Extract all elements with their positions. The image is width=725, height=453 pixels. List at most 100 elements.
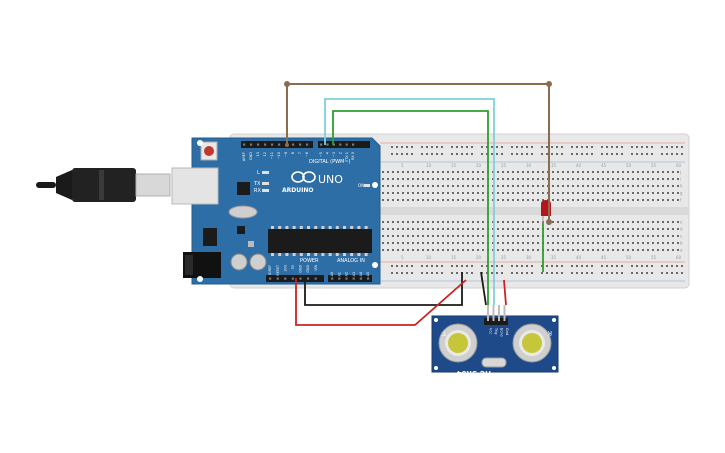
breadboard-hole[interactable] <box>497 185 499 187</box>
breadboard-hole[interactable] <box>677 185 679 187</box>
breadboard-hole[interactable] <box>432 199 434 201</box>
breadboard-hole[interactable] <box>627 228 629 230</box>
breadboard-hole[interactable] <box>382 199 384 201</box>
rail-hole[interactable] <box>621 265 623 267</box>
rail-hole[interactable] <box>661 272 663 274</box>
breadboard-hole[interactable] <box>557 199 559 201</box>
breadboard-hole[interactable] <box>457 171 459 173</box>
breadboard-hole[interactable] <box>392 178 394 180</box>
rail-hole[interactable] <box>521 272 523 274</box>
breadboard-hole[interactable] <box>512 235 514 237</box>
breadboard-hole[interactable] <box>532 221 534 223</box>
breadboard-hole[interactable] <box>622 178 624 180</box>
rail-hole[interactable] <box>616 265 618 267</box>
breadboard-hole[interactable] <box>622 242 624 244</box>
breadboard-hole[interactable] <box>607 171 609 173</box>
breadboard-hole[interactable] <box>597 192 599 194</box>
breadboard-hole[interactable] <box>532 178 534 180</box>
rail-hole[interactable] <box>591 146 593 148</box>
rail-hole[interactable] <box>616 153 618 155</box>
breadboard-hole[interactable] <box>407 221 409 223</box>
breadboard-hole[interactable] <box>612 199 614 201</box>
breadboard-hole[interactable] <box>477 192 479 194</box>
breadboard-hole[interactable] <box>677 178 679 180</box>
rail-hole[interactable] <box>426 265 428 267</box>
breadboard-hole[interactable] <box>537 242 539 244</box>
breadboard-hole[interactable] <box>647 171 649 173</box>
breadboard-hole[interactable] <box>602 235 604 237</box>
breadboard-hole[interactable] <box>472 235 474 237</box>
breadboard-hole[interactable] <box>462 192 464 194</box>
breadboard-hole[interactable] <box>417 249 419 251</box>
breadboard-hole[interactable] <box>402 242 404 244</box>
breadboard-hole[interactable] <box>532 228 534 230</box>
breadboard-hole[interactable] <box>537 221 539 223</box>
rail-hole[interactable] <box>606 265 608 267</box>
breadboard-hole[interactable] <box>477 199 479 201</box>
rail-hole[interactable] <box>426 272 428 274</box>
breadboard-hole[interactable] <box>432 242 434 244</box>
rail-hole[interactable] <box>521 153 523 155</box>
breadboard-hole[interactable] <box>457 235 459 237</box>
breadboard-hole[interactable] <box>417 171 419 173</box>
breadboard-hole[interactable] <box>452 185 454 187</box>
rail-hole[interactable] <box>431 272 433 274</box>
breadboard-hole[interactable] <box>677 235 679 237</box>
breadboard-hole[interactable] <box>507 235 509 237</box>
breadboard-hole[interactable] <box>507 185 509 187</box>
breadboard-hole[interactable] <box>527 235 529 237</box>
breadboard-hole[interactable] <box>387 178 389 180</box>
breadboard-hole[interactable] <box>612 178 614 180</box>
breadboard-hole[interactable] <box>447 178 449 180</box>
breadboard-hole[interactable] <box>647 242 649 244</box>
breadboard-hole[interactable] <box>392 242 394 244</box>
rail-hole[interactable] <box>451 146 453 148</box>
breadboard-hole[interactable] <box>527 242 529 244</box>
breadboard-hole[interactable] <box>647 185 649 187</box>
breadboard-hole[interactable] <box>437 235 439 237</box>
breadboard-hole[interactable] <box>562 249 564 251</box>
breadboard-hole[interactable] <box>412 185 414 187</box>
digital-pin-hole[interactable] <box>326 143 329 146</box>
breadboard-hole[interactable] <box>387 242 389 244</box>
breadboard-hole[interactable] <box>627 235 629 237</box>
breadboard-hole[interactable] <box>552 242 554 244</box>
breadboard-hole[interactable] <box>477 178 479 180</box>
breadboard-hole[interactable] <box>552 171 554 173</box>
breadboard-hole[interactable] <box>677 221 679 223</box>
breadboard-hole[interactable] <box>482 235 484 237</box>
breadboard-hole[interactable] <box>567 192 569 194</box>
rail-hole[interactable] <box>571 153 573 155</box>
rail-hole[interactable] <box>516 265 518 267</box>
rail-hole[interactable] <box>646 265 648 267</box>
breadboard-hole[interactable] <box>557 192 559 194</box>
breadboard-hole[interactable] <box>492 185 494 187</box>
breadboard-hole[interactable] <box>617 228 619 230</box>
breadboard-hole[interactable] <box>402 185 404 187</box>
breadboard-hole[interactable] <box>552 228 554 230</box>
rail-hole[interactable] <box>401 265 403 267</box>
analog-header[interactable] <box>328 275 372 282</box>
breadboard-hole[interactable] <box>427 185 429 187</box>
rail-hole[interactable] <box>431 153 433 155</box>
breadboard-hole[interactable] <box>587 235 589 237</box>
breadboard-hole[interactable] <box>382 228 384 230</box>
rail-hole[interactable] <box>676 153 678 155</box>
breadboard-hole[interactable] <box>522 235 524 237</box>
breadboard-hole[interactable] <box>432 178 434 180</box>
breadboard-hole[interactable] <box>507 192 509 194</box>
breadboard-hole[interactable] <box>482 185 484 187</box>
breadboard-hole[interactable] <box>517 199 519 201</box>
rail-hole[interactable] <box>401 153 403 155</box>
rail-hole[interactable] <box>481 265 483 267</box>
rail-hole[interactable] <box>666 272 668 274</box>
breadboard-hole[interactable] <box>677 199 679 201</box>
power-header[interactable] <box>266 275 324 282</box>
breadboard-hole[interactable] <box>632 171 634 173</box>
rail-hole[interactable] <box>661 146 663 148</box>
breadboard-hole[interactable] <box>407 228 409 230</box>
breadboard-hole[interactable] <box>652 178 654 180</box>
breadboard-hole[interactable] <box>652 185 654 187</box>
breadboard-hole[interactable] <box>617 221 619 223</box>
breadboard-hole[interactable] <box>557 228 559 230</box>
